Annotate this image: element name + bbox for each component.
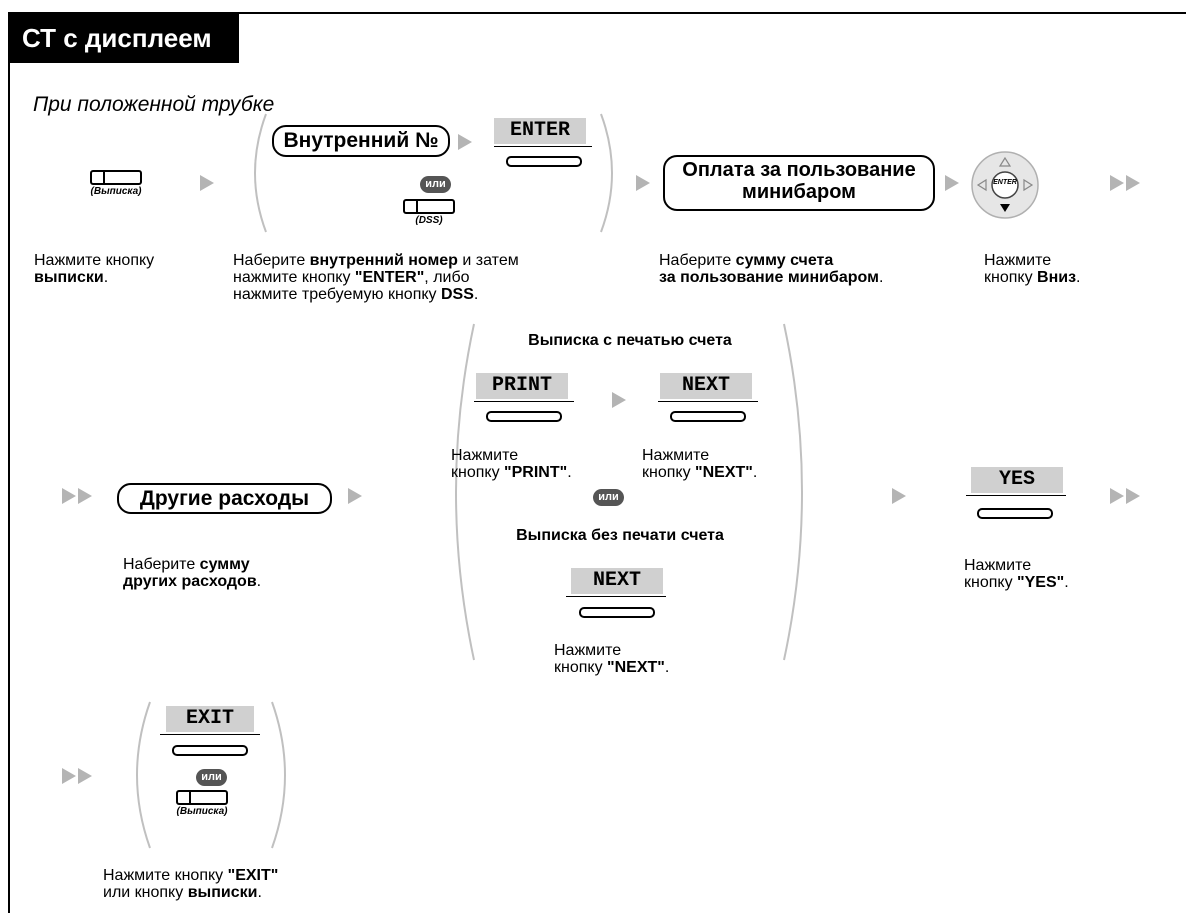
arrow-icon	[200, 175, 214, 191]
or-badge: или	[593, 489, 624, 506]
condition-subtitle: При положенной трубке	[33, 93, 275, 116]
print-softkey-label: PRINT	[476, 373, 568, 399]
arrow-icon	[636, 175, 650, 191]
checkout-key-icon	[176, 790, 228, 805]
desc-press-next: Нажмите кнопку "NEXT".	[642, 447, 758, 481]
extension-number-box: Внутренний №	[272, 125, 450, 157]
arrow-icon	[458, 134, 472, 150]
other-charges-box: Другие расходы	[117, 483, 332, 514]
desc-dial-extension: Наберите внутренний номер и затем нажмит…	[233, 252, 519, 303]
dss-key-icon	[403, 199, 455, 214]
minibar-payment-box: Оплата за пользование минибаром	[663, 155, 935, 211]
next-softkey-button	[670, 411, 746, 422]
desc-press-checkout: Нажмите кнопку выписки.	[34, 252, 155, 286]
desc-press-exit: Нажмите кнопку "EXIT" или кнопку выписки…	[103, 867, 279, 901]
desc-minibar-amount: Наберите сумму счета за пользование мини…	[659, 252, 884, 286]
desc-press-yes: Нажмите кнопку "YES".	[964, 557, 1069, 591]
left-paren-icon	[455, 323, 475, 661]
nav-enter-label: ENTER	[993, 179, 1017, 186]
or-badge: или	[196, 769, 227, 786]
left-paren-icon	[254, 113, 267, 233]
next-softkey-label-2: NEXT	[571, 568, 663, 594]
right-paren-icon	[600, 113, 613, 233]
section-title: СТ с дисплеем	[10, 14, 239, 63]
navigator-down-key: ENTER	[970, 150, 1040, 220]
print-section-title: Выписка с печатью счета	[528, 332, 732, 349]
minibar-line-2: минибаром	[742, 181, 856, 203]
yes-softkey-label: YES	[971, 467, 1063, 493]
checkout-key: (Выписка)	[90, 170, 146, 197]
double-arrow-icon	[62, 768, 92, 784]
desc-other-amount: Наберите сумму других расходов.	[123, 556, 262, 590]
frame-top-border	[8, 12, 1186, 14]
checkout-key: (Выписка)	[176, 790, 232, 817]
softkey-underline	[966, 495, 1066, 496]
enter-softkey-button	[506, 156, 582, 167]
checkout-key-icon	[90, 170, 142, 185]
or-badge: или	[420, 176, 451, 193]
softkey-underline	[474, 401, 574, 402]
arrow-icon	[892, 488, 906, 504]
frame-left-border	[8, 12, 10, 913]
next-softkey-button-2	[579, 607, 655, 618]
arrow-icon	[945, 175, 959, 191]
desc-press-down: Нажмите кнопку Вниз.	[984, 252, 1081, 286]
checkout-key-caption: (Выписка)	[176, 806, 228, 817]
exit-softkey-button	[172, 745, 248, 756]
softkey-underline	[494, 146, 592, 147]
double-arrow-icon	[62, 488, 92, 504]
print-softkey-button	[486, 411, 562, 422]
noprint-section-title: Выписка без печати счета	[516, 527, 724, 544]
left-paren-icon	[136, 701, 151, 849]
double-arrow-icon	[1110, 488, 1140, 504]
softkey-underline	[566, 596, 666, 597]
minibar-line-1: Оплата за пользование	[682, 159, 916, 181]
dss-key: (DSS)	[403, 199, 455, 226]
right-paren-icon	[783, 323, 803, 661]
arrow-icon	[348, 488, 362, 504]
checkout-key-caption: (Выписка)	[90, 186, 142, 197]
desc-press-print: Нажмите кнопку "PRINT".	[451, 447, 572, 481]
next-softkey-label: NEXT	[660, 373, 752, 399]
softkey-underline	[658, 401, 758, 402]
navigator-key-icon	[971, 151, 1039, 219]
exit-softkey-label: EXIT	[166, 706, 254, 732]
softkey-underline	[160, 734, 260, 735]
dss-key-caption: (DSS)	[415, 215, 443, 226]
double-arrow-icon	[1110, 175, 1140, 191]
yes-softkey-button	[977, 508, 1053, 519]
arrow-icon	[612, 392, 626, 408]
right-paren-icon	[271, 701, 286, 849]
desc-press-next-2: Нажмите кнопку "NEXT".	[554, 642, 670, 676]
enter-softkey-label: ENTER	[494, 118, 586, 144]
